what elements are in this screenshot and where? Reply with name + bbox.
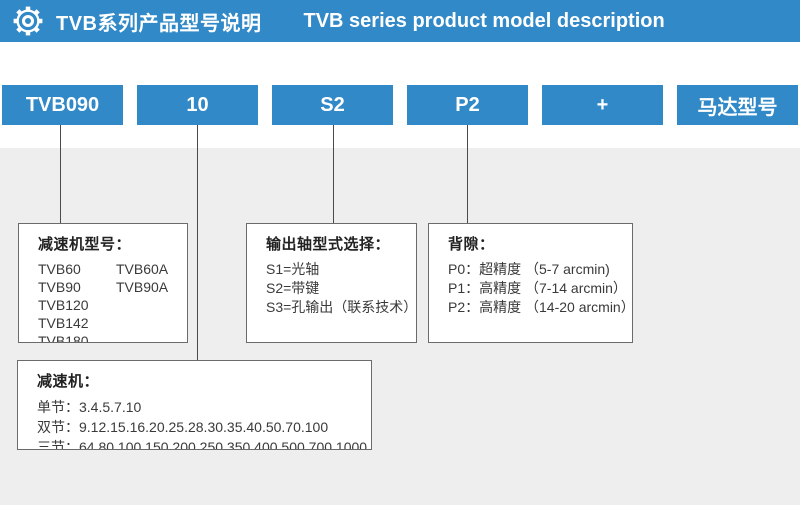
gearbox-model-item: TVB120 xyxy=(38,297,89,313)
callout-reduction-ratio: 减速机： 单节：3.4.5.7.10 双节：9.12.15.16.20.25.2… xyxy=(17,360,372,450)
callout-backlash: 背隙： P0：超精度 （5-7 arcmin) P1：高精度 （7-14 arc… xyxy=(428,223,633,343)
output-shaft-option: S3=孔输出（联系技术） xyxy=(266,299,417,315)
gearbox-model-item: TVB60A xyxy=(116,261,169,277)
model-segment-motor-model: 马达型号 xyxy=(677,85,798,125)
model-segment-base-model: TVB090 xyxy=(2,85,123,125)
header-bar: TVB系列产品型号说明 TVB series product model des… xyxy=(0,0,800,42)
gearbox-model-item: TVB142 xyxy=(38,315,89,331)
gear-icon xyxy=(13,6,43,36)
connector-line-backlash xyxy=(467,125,468,223)
output-shaft-option: S2=带键 xyxy=(266,280,320,296)
backlash-option: P1：高精度 （7-14 arcmin） xyxy=(448,280,627,296)
connector-line-base-model xyxy=(60,125,61,223)
callout-output-shaft-type: 输出轴型式选择： S1=光轴 S2=带键 S3=孔输出（联系技术） xyxy=(246,223,417,343)
model-segment-plus: + xyxy=(542,85,663,125)
gearbox-model-item: TVB60 xyxy=(38,261,81,277)
page-title-english: TVB series product model description xyxy=(303,9,665,32)
gearbox-model-item: TVB90 xyxy=(38,279,81,295)
callout-gearbox-models: 减速机型号： TVB60 TVB90 TVB120 TVB142 TVB180 … xyxy=(18,223,188,343)
backlash-option: P2：高精度 （14-20 arcmin） xyxy=(448,299,633,315)
ratio-stage-option: 三节：64.80.100.150.200.250.350.400.500.700… xyxy=(37,439,368,450)
callout-title: 减速机： xyxy=(37,373,100,390)
model-segment-backlash: P2 xyxy=(407,85,528,125)
model-segment-shaft-type: S2 xyxy=(272,85,393,125)
page-title-chinese: TVB系列产品型号说明 xyxy=(56,12,262,35)
callout-title: 输出轴型式选择： xyxy=(266,236,391,253)
model-segment-ratio: 10 xyxy=(137,85,258,125)
output-shaft-option: S1=光轴 xyxy=(266,261,320,277)
ratio-stage-option: 双节：9.12.15.16.20.25.28.30.35.40.50.70.10… xyxy=(37,419,329,435)
callout-title: 背隙： xyxy=(448,236,495,253)
backlash-option: P0：超精度 （5-7 arcmin) xyxy=(448,261,610,277)
model-code-row: TVB090 10 S2 P2 + 马达型号 xyxy=(2,85,798,125)
callout-title: 减速机型号： xyxy=(38,236,132,253)
connector-line-shaft-type xyxy=(333,125,334,223)
connector-line-ratio xyxy=(197,125,198,360)
ratio-stage-option: 单节：3.4.5.7.10 xyxy=(37,399,142,415)
gearbox-model-item: TVB180 xyxy=(38,333,89,343)
gearbox-model-item: TVB90A xyxy=(116,279,169,295)
